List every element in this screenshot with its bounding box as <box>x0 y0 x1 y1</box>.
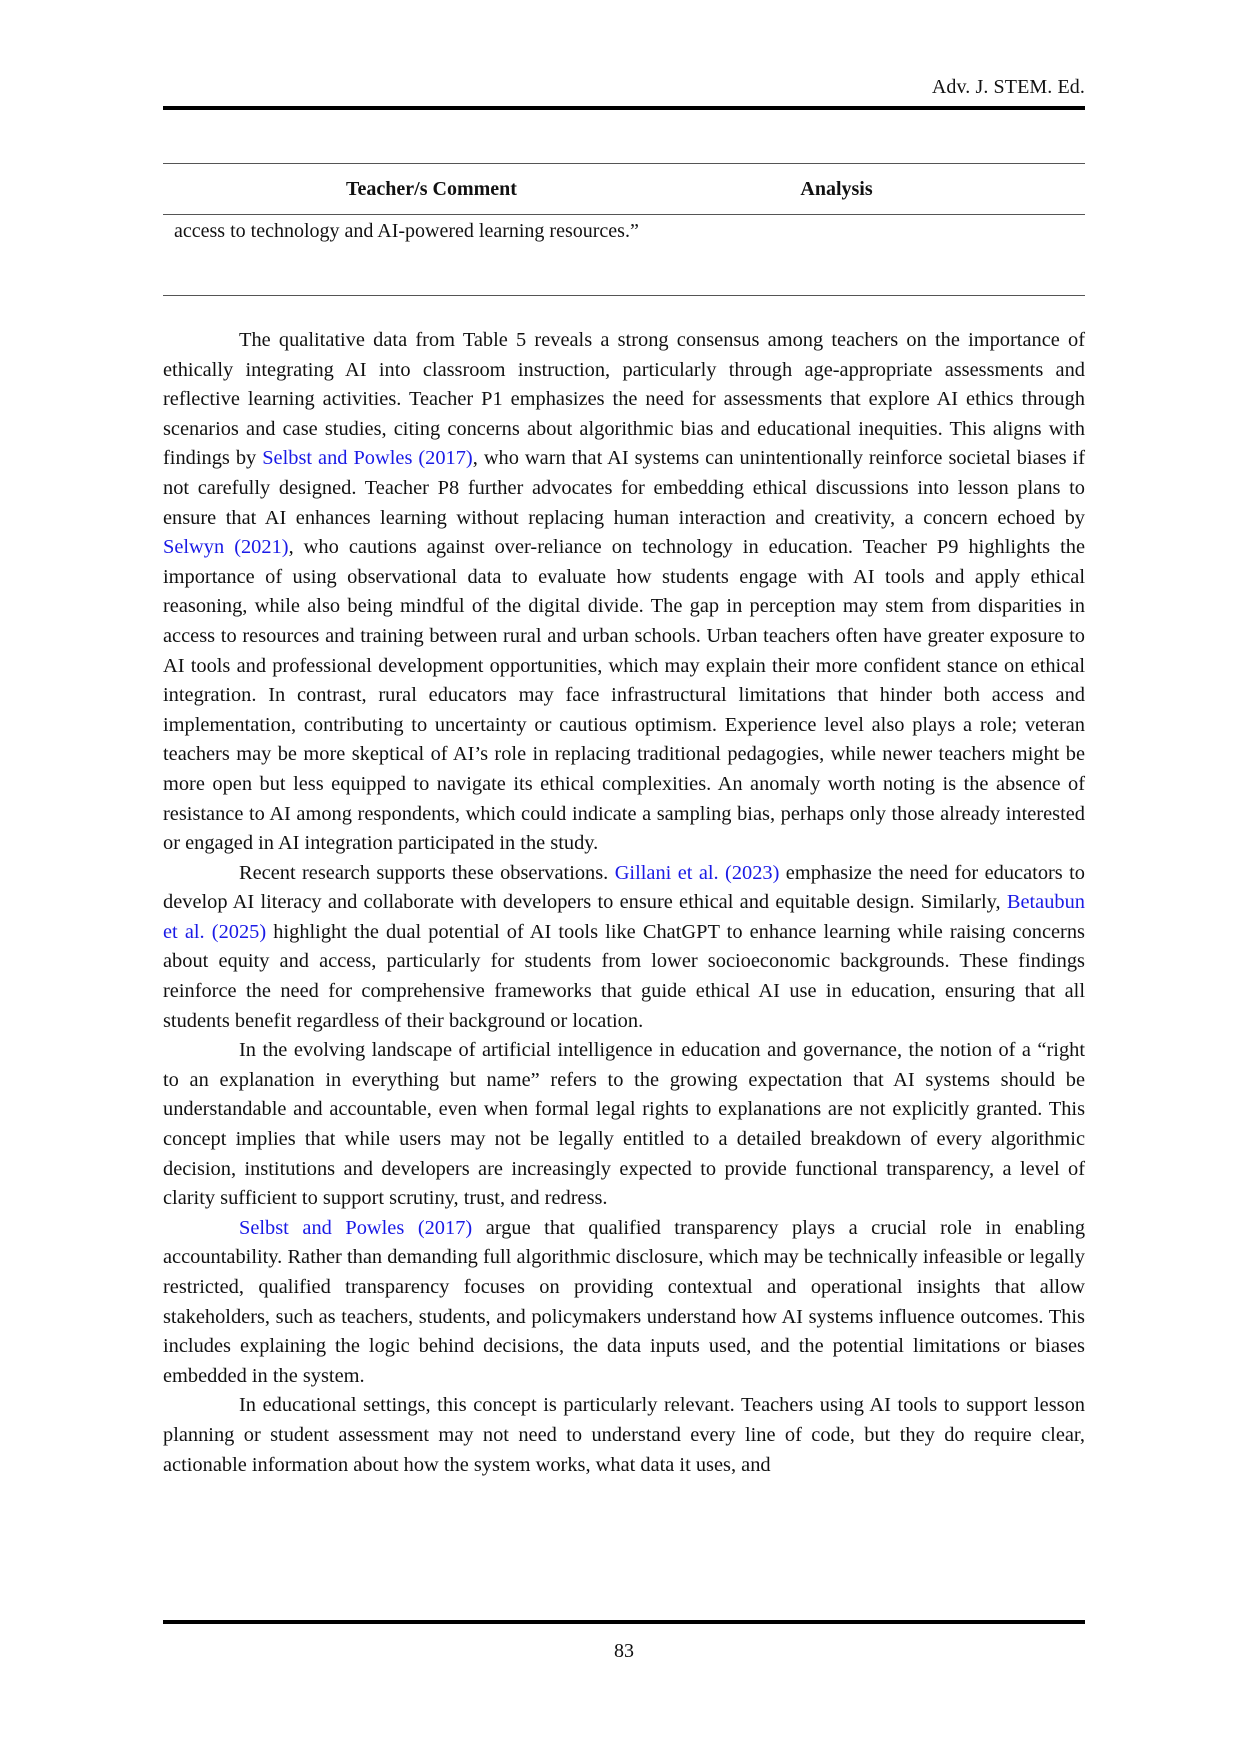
table-bottom-rule <box>163 295 1085 296</box>
running-head: Adv. J. STEM. Ed. <box>931 76 1085 98</box>
citation-link[interactable]: Gillani et al. (2023) <box>614 861 780 884</box>
table-top-rule <box>163 163 1085 164</box>
table-header-row: Teacher/s Comment Analysis <box>163 164 1085 214</box>
citation-link[interactable]: Betaubun et al. (2025) <box>163 891 1085 943</box>
footer-rule <box>163 1620 1085 1624</box>
header-rule <box>163 106 1085 110</box>
comments-table: Teacher/s Comment Analysis access to tec… <box>163 163 1085 296</box>
paragraph: The qualitative data from Table 5 reveal… <box>163 326 1085 859</box>
paragraph-text: In the evolving landscape of artificial … <box>163 1039 1085 1210</box>
paragraph-text: emphasize the need for educators to deve… <box>163 861 1085 914</box>
citation-link[interactable]: Selwyn (2021) <box>163 536 289 559</box>
column-header-analysis: Analysis <box>800 177 873 200</box>
table-cell-comment: access to technology and AI-powered lear… <box>174 220 639 242</box>
paragraph-text: argue that qualified transparency plays … <box>163 1216 1086 1387</box>
citation-link[interactable]: Selbst and Powles (2017) <box>239 1216 473 1239</box>
citation-link[interactable]: Selbst and Powles (2017) <box>262 447 473 470</box>
paragraph-text: In educational settings, this concept is… <box>163 1394 1085 1476</box>
table-row: access to technology and AI-powered lear… <box>163 215 1085 295</box>
paragraph-text: The qualitative data from Table 5 reveal… <box>163 329 1085 470</box>
paragraph: In the evolving landscape of artificial … <box>163 1036 1085 1214</box>
paragraph-text: , who cautions against over-reliance on … <box>163 536 1085 855</box>
paragraph: Recent research supports these observati… <box>163 859 1085 1037</box>
paragraph-text: , who warn that AI systems can unintenti… <box>163 447 1085 529</box>
paragraph-text: Recent research supports these observati… <box>239 861 615 884</box>
paragraph: In educational settings, this concept is… <box>163 1391 1085 1480</box>
body-text: The qualitative data from Table 5 reveal… <box>163 326 1085 1480</box>
paragraph: Selbst and Powles (2017) argue that qual… <box>163 1214 1085 1392</box>
table-cell-analysis <box>711 217 1085 295</box>
paragraph-text: highlight the dual potential of AI tools… <box>163 920 1085 1032</box>
column-header-comment: Teacher/s Comment <box>346 177 517 200</box>
table-header-rule <box>163 214 1085 215</box>
page-number: 83 <box>614 1640 634 1662</box>
